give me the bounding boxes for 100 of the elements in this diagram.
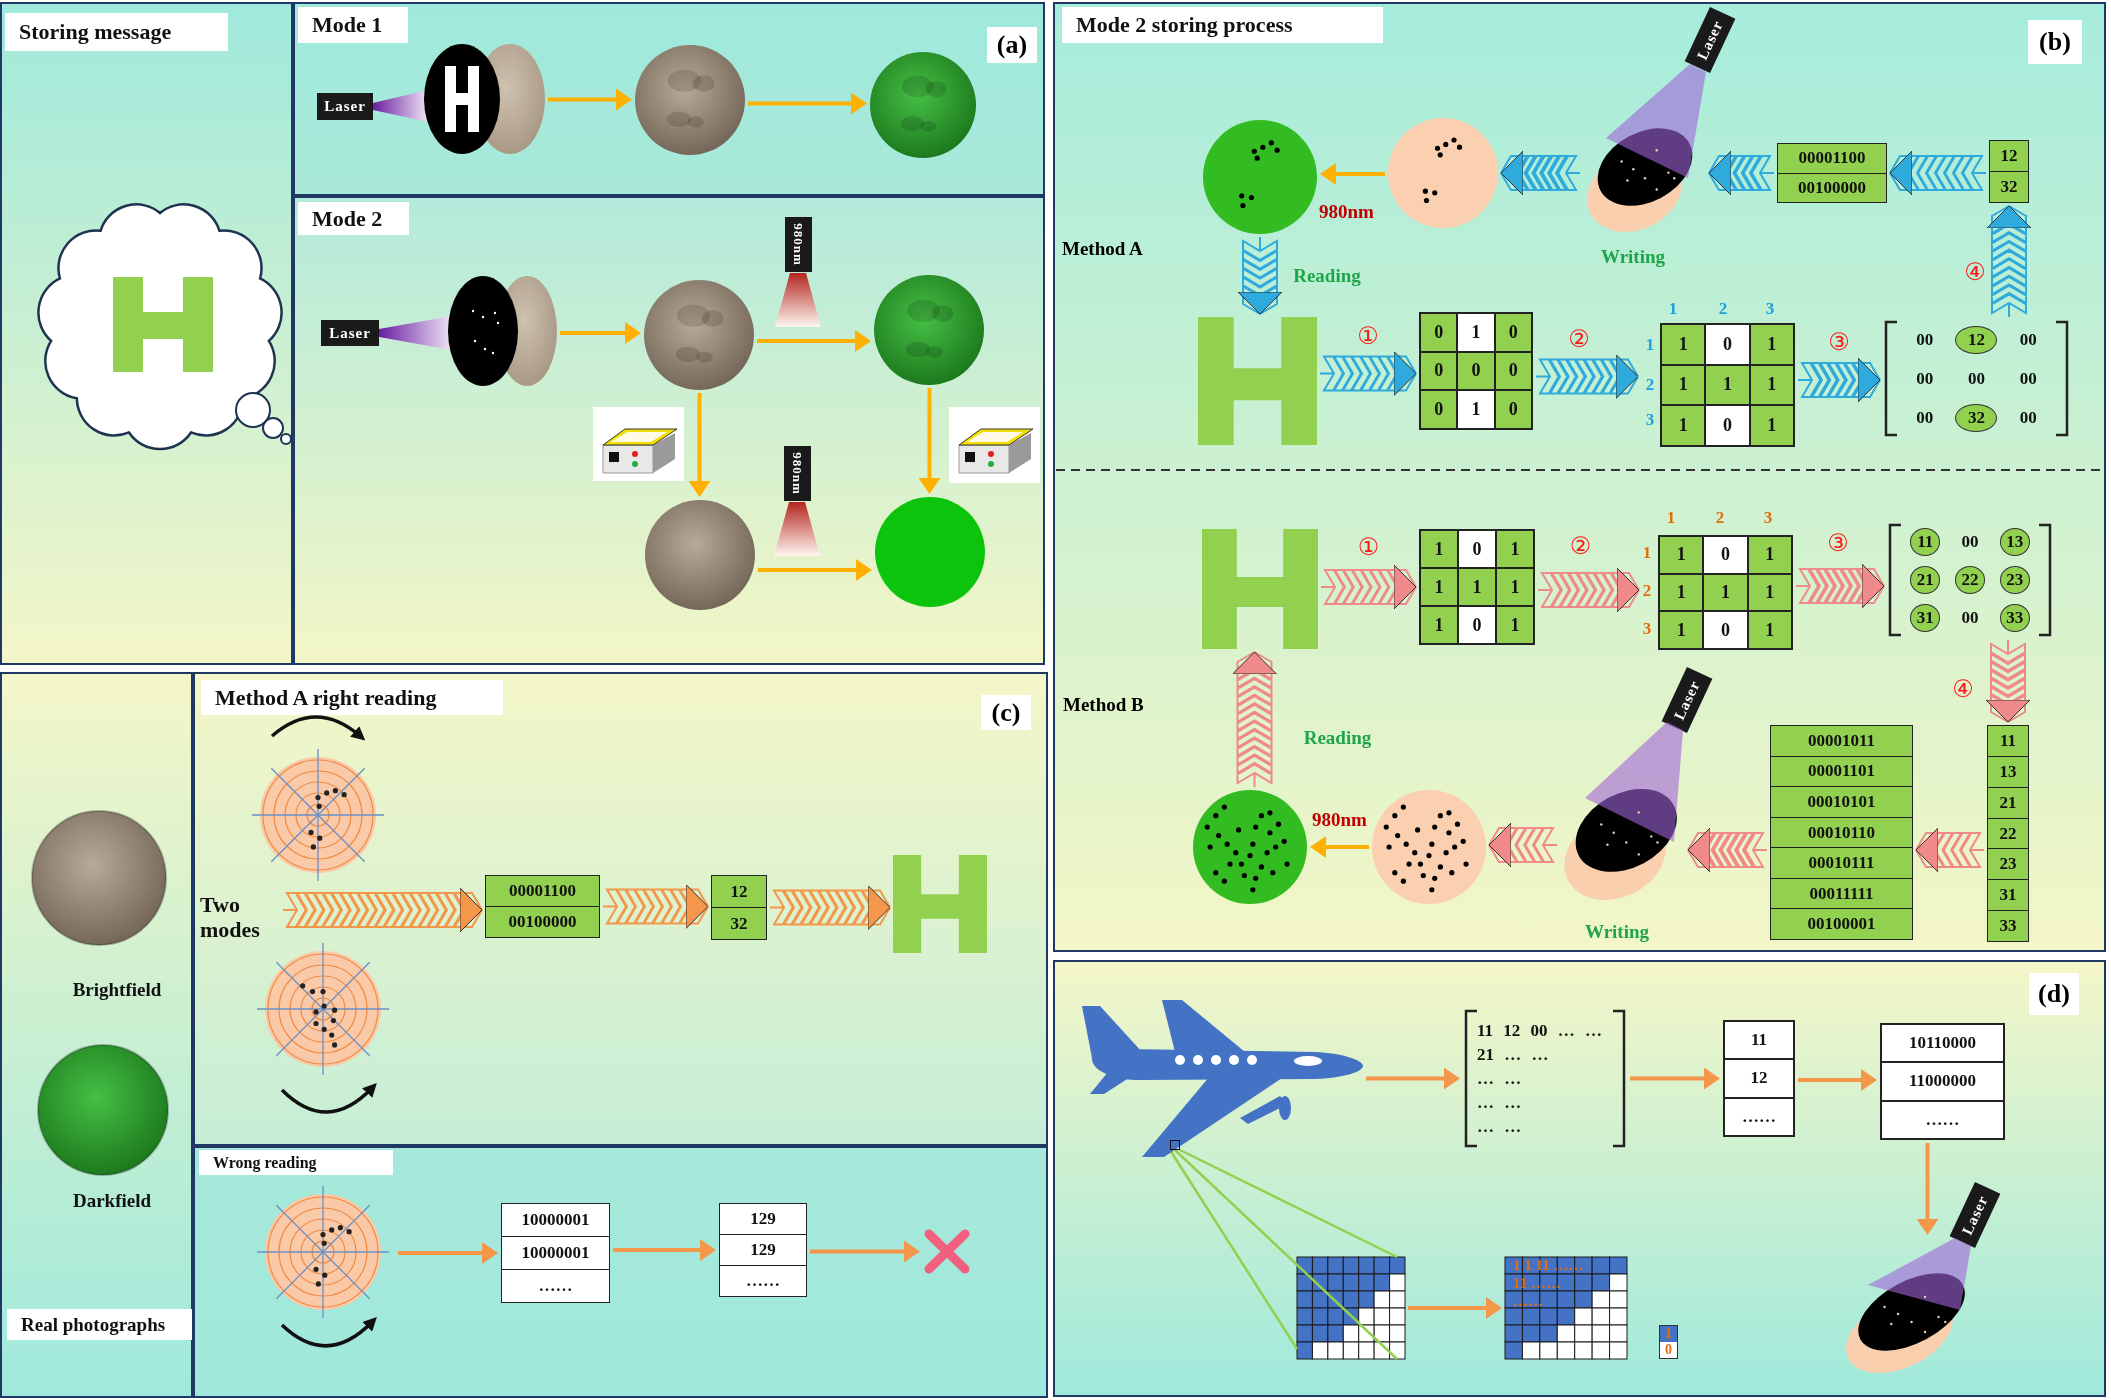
dotted-disk-drawing (1193, 790, 1307, 904)
chevron-arrow (1915, 827, 1985, 873)
grid-cell: 1 (1661, 364, 1706, 406)
arrow (1366, 1067, 1460, 1090)
panel (293, 2, 1045, 196)
laser-device: Laser (1949, 1181, 2001, 1249)
step-number: ② (1568, 324, 1590, 353)
matrix-entry: 00 (1961, 607, 1979, 629)
panel-label: (d) (2029, 973, 2079, 1015)
grid-cell: 1 (1749, 405, 1794, 446)
sample-disk-drawing (635, 45, 745, 155)
bit-grid (1419, 312, 1533, 430)
table-cell: 00001100 (1778, 144, 1886, 173)
table-cell: 12 (1990, 141, 2028, 171)
table-cell: 11000000 (1882, 1061, 2003, 1100)
grid-cell: 1 (1747, 611, 1792, 649)
grid-cell: 1 (1661, 324, 1706, 365)
chevron-arrow (1232, 651, 1277, 788)
step-number: ③ (1828, 328, 1850, 356)
index-number: 3 (1642, 619, 1652, 639)
data-table (1880, 1023, 2005, 1140)
table-cell: 11 (1988, 726, 2028, 756)
arrow (810, 1240, 920, 1263)
grid-cell: 0 (1494, 390, 1532, 429)
chevron-arrow (602, 884, 709, 929)
table-cell: 00100000 (486, 906, 599, 937)
table-cell: 129 (720, 1204, 806, 1234)
index-number: 2 (1718, 299, 1728, 319)
data-table (1770, 725, 1913, 940)
grid-cell: 0 (1703, 611, 1748, 649)
panel (1053, 2, 2106, 952)
chevron-arrow (1687, 827, 1768, 873)
caption-text: Brightfield (72, 979, 162, 1001)
grid-cell: 0 (1420, 313, 1458, 352)
grid-cell: 1 (1496, 606, 1534, 644)
table-cell: 12 (712, 876, 766, 907)
index-number: 2 (1642, 581, 1652, 601)
table-cell: 00010110 (1771, 816, 1912, 848)
index-number: 2 (1645, 375, 1655, 395)
matrix-entry: 32 (1955, 403, 1998, 432)
panel-title: Mode 2 storing process (1062, 7, 1383, 43)
table-cell: 00001100 (486, 876, 599, 906)
table-cell: 00100000 (1778, 172, 1886, 202)
bit-grid (1660, 323, 1795, 447)
chevron-arrow (1985, 639, 2031, 723)
bit-grid (1419, 529, 1535, 645)
chevron-arrow (1320, 564, 1417, 610)
chevron-arrow (1488, 822, 1558, 868)
sample-disk-drawing (874, 275, 984, 385)
sample-disk-drawing (870, 52, 976, 158)
table-cell: …… (1882, 1099, 2003, 1138)
pixel-grid (1297, 1257, 1405, 1359)
matrix-entry: 12 (1955, 325, 1998, 354)
index-number: 2 (1715, 508, 1725, 528)
grid-cell: 1 (1749, 324, 1794, 365)
laser-device: Laser (1661, 666, 1713, 734)
step-number: ① (1357, 321, 1379, 350)
table-cell: 10000001 (502, 1204, 609, 1236)
edge-label: Reading (1303, 726, 1372, 749)
arrow (757, 330, 871, 352)
grid-cell: 1 (1659, 611, 1704, 649)
chevron-arrow (1889, 150, 1987, 196)
dotted-disk-drawing (1203, 120, 1317, 234)
chevron-arrow (1708, 150, 1775, 196)
chevron-arrow (1986, 205, 2032, 318)
table-cell: 31 (1988, 879, 2028, 911)
matrix-entry: 00 (1968, 367, 1985, 390)
index-number: 3 (1645, 410, 1655, 430)
table-cell: …… (502, 1269, 609, 1302)
chevron-arrow (1795, 563, 1885, 609)
panel-title: Storing message (5, 13, 228, 51)
grid-cell: 0 (1705, 324, 1750, 365)
panel-title: Real photographs (7, 1309, 192, 1340)
arrow (758, 559, 872, 581)
arrow (688, 393, 711, 497)
matrix-entry: 33 (1999, 604, 2030, 632)
table-cell: 13 (1988, 755, 2028, 787)
matrix-entry: 23 (1999, 566, 2030, 594)
step-number: ④ (1952, 675, 1974, 703)
matrix-entry: 00 (1961, 531, 1979, 553)
laser-device: Laser (321, 320, 379, 346)
pixel-value: 0 (1660, 1342, 1677, 1358)
zoom-region-marker (1170, 1140, 1180, 1150)
photo-placeholder (38, 1045, 168, 1175)
table-cell: 22 (1988, 817, 2028, 849)
panel-label: (c) (981, 695, 1031, 730)
method-label: Method B (1063, 694, 1144, 716)
arrow (548, 88, 632, 111)
chevron-arrow (1500, 150, 1581, 196)
table-cell: 12 (1725, 1058, 1793, 1097)
grid-cell: 1 (1457, 390, 1495, 429)
table-cell: 00010101 (1771, 786, 1912, 817)
table-cell: 33 (1988, 910, 2028, 941)
caption-text: Darkfield (72, 1190, 152, 1212)
index-number: 3 (1765, 299, 1775, 319)
data-table (1987, 725, 2029, 942)
chevron-arrow (1237, 236, 1283, 315)
panel (1053, 960, 2106, 1397)
panel-label: (b) (2028, 20, 2082, 64)
index-number: 3 (1763, 508, 1773, 528)
